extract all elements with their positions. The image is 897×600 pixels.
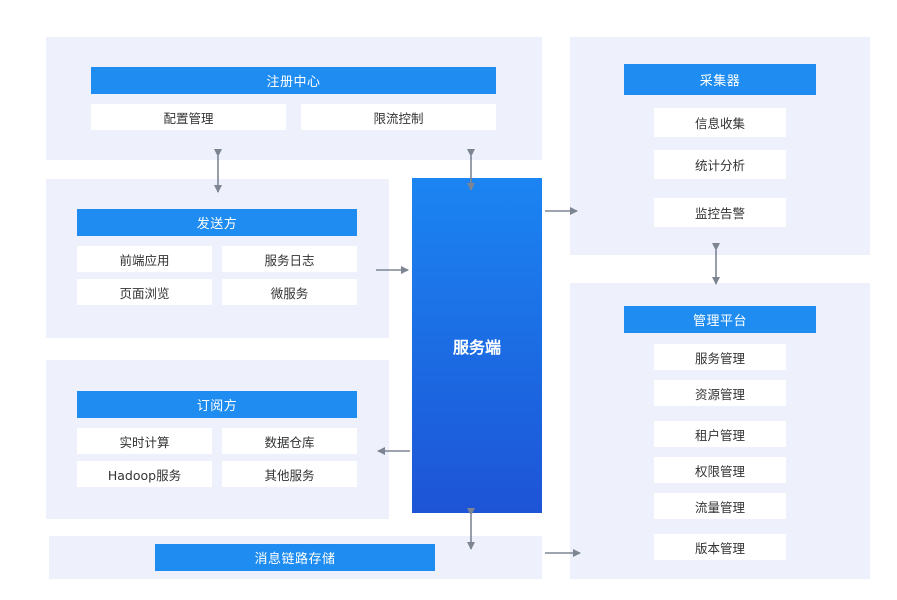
server-block: 服务端 [412, 178, 542, 513]
collector-item-alert: 监控告警 [654, 198, 786, 227]
collector-item-info: 信息收集 [654, 108, 786, 137]
storage-title: 消息链路存储 [155, 544, 435, 571]
management-item-version: 版本管理 [654, 534, 786, 560]
registry-panel [46, 37, 542, 160]
management-item-resource: 资源管理 [654, 380, 786, 406]
management-item-traffic: 流量管理 [654, 493, 786, 519]
sender-item-frontend: 前端应用 [77, 246, 212, 272]
sender-item-microservice: 微服务 [222, 279, 357, 305]
subscriber-item-other: 其他服务 [222, 461, 357, 487]
subscriber-title: 订阅方 [77, 391, 357, 418]
subscriber-item-hadoop: Hadoop服务 [77, 461, 212, 487]
registry-title: 注册中心 [91, 67, 496, 94]
management-item-permission: 权限管理 [654, 457, 786, 483]
subscriber-item-realtime: 实时计算 [77, 428, 212, 454]
management-title: 管理平台 [624, 306, 816, 333]
registry-item-ratelimit: 限流控制 [301, 104, 496, 130]
management-item-service: 服务管理 [654, 344, 786, 370]
sender-item-pageview: 页面浏览 [77, 279, 212, 305]
registry-item-config: 配置管理 [91, 104, 286, 130]
collector-item-stats: 统计分析 [654, 150, 786, 179]
subscriber-item-warehouse: 数据仓库 [222, 428, 357, 454]
sender-item-servicelog: 服务日志 [222, 246, 357, 272]
management-item-tenant: 租户管理 [654, 421, 786, 447]
sender-title: 发送方 [77, 209, 357, 236]
collector-title: 采集器 [624, 64, 816, 95]
